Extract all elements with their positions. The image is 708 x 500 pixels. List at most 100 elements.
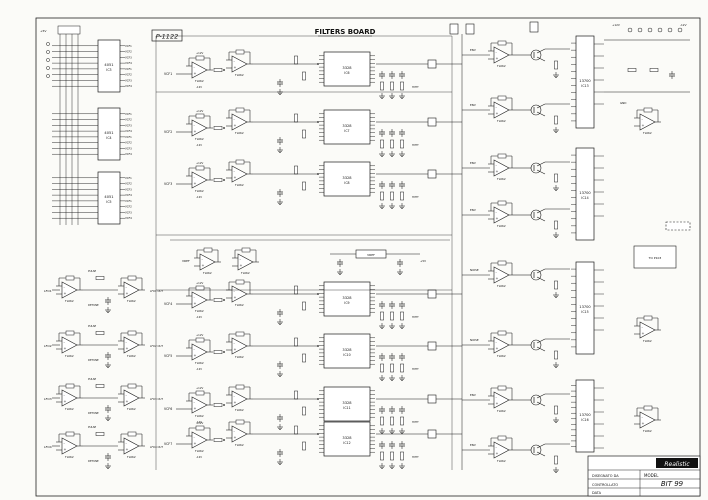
schematic-content: 4051IC3VCF1VCF2VCF3VCF4VCF1VCF2VCF3VCF44… [40, 21, 691, 473]
output-pad [427, 169, 437, 179]
opamp-plus: + [194, 302, 197, 306]
opamp-plus: + [234, 296, 237, 300]
supply-label: +12V [196, 109, 203, 113]
ic-ref: IC16 [581, 418, 588, 422]
resistor [390, 81, 394, 91]
opamp-symbol: -+TL062 [226, 49, 253, 77]
input-terminal [46, 42, 50, 46]
resistor [390, 451, 394, 461]
ic-ref: IC13 [581, 84, 588, 88]
net-label: PULSE [88, 324, 97, 328]
opamp-minus: - [496, 340, 498, 344]
ground-symbol [277, 371, 283, 377]
capacitor [399, 301, 405, 309]
ic-type: 4051 [104, 195, 113, 199]
ground-symbol [399, 323, 405, 329]
brand-logo: Realistic [664, 461, 690, 468]
resistor [380, 191, 384, 201]
supply-terminal [637, 27, 643, 33]
ground-symbol [553, 362, 559, 368]
resistor [400, 139, 404, 149]
lfo-label: LFO1 [44, 289, 52, 293]
opamp-symbol: -+TL062 [186, 425, 213, 453]
capacitor [389, 406, 395, 414]
net-label: DETUNE [88, 303, 99, 307]
opamp-plus: + [126, 347, 129, 351]
resistor [380, 363, 384, 373]
opamp-plus: + [194, 354, 197, 358]
drawing-border [35, 17, 701, 497]
capacitor [277, 189, 283, 197]
title-block: Realistic DISEGNATO DA CONTROLLATO DATA … [587, 455, 701, 497]
ic-type: 13700 [579, 191, 591, 195]
mux-pin-label: VCF3 [125, 187, 132, 191]
channel-label: VCF3 [164, 182, 172, 186]
output-pad [427, 289, 437, 299]
opamp-ref: TL062 [194, 449, 204, 453]
capacitor [389, 441, 395, 449]
supply-label: +12V [196, 161, 203, 165]
supply-label: -12V [196, 455, 202, 459]
capacitor [105, 297, 111, 305]
ground-symbol [553, 467, 559, 473]
ic-ref: IC3 [106, 68, 111, 72]
ic-ref: IC11 [343, 406, 350, 410]
opamp-minus: - [234, 59, 236, 63]
opamp-plus: + [496, 452, 499, 456]
supply-label: -12V [196, 367, 202, 371]
ground-symbol [399, 203, 405, 209]
mixer-label: ENV [470, 48, 476, 52]
opamp-plus: + [64, 292, 67, 296]
capacitor [277, 137, 283, 145]
net-label: HYPT [412, 85, 419, 89]
resistor [380, 451, 384, 461]
opamp-symbol: -+TL062 [488, 200, 515, 228]
net-label: DETUNE [88, 358, 99, 362]
resistor [390, 311, 394, 321]
mux-pin-label: VCF1 [125, 176, 132, 180]
lfo-out-label: LFO4 OUT [150, 445, 163, 449]
opamp-ref: TL062 [64, 299, 74, 303]
opamp-minus: - [194, 347, 196, 351]
ground-symbol [277, 199, 283, 205]
resistor [400, 311, 404, 321]
capacitor [389, 129, 395, 137]
ic-type: 13700 [579, 413, 591, 417]
opamp-ref: TL062 [194, 361, 204, 365]
resistor [302, 353, 306, 363]
capacitor [379, 301, 385, 309]
resistor [294, 165, 298, 175]
test-pad [529, 21, 539, 33]
opamp-ref: TL062 [194, 189, 204, 193]
ground-symbol [399, 151, 405, 157]
mux-pin-label: VCF2 [125, 73, 132, 77]
opamp-minus: - [642, 325, 644, 329]
opamp-symbol: -+TL062 [56, 275, 83, 303]
ground-symbol [277, 89, 283, 95]
opamp-ref: TL062 [496, 224, 506, 228]
capacitor [399, 71, 405, 79]
opamp-plus: + [234, 348, 237, 352]
ground-symbol [389, 428, 395, 434]
opamp-minus: - [194, 123, 196, 127]
opamp-ref: TL062 [234, 183, 244, 187]
opamp-ref: TL062 [496, 177, 506, 181]
net-label: HYPT [412, 195, 419, 199]
opamp-symbol: -+TL062 [186, 113, 213, 141]
lfo-out-label: LFO3 OUT [150, 397, 163, 401]
opamp-plus: + [194, 130, 197, 134]
ic-ref: IC6 [344, 71, 349, 75]
mux-pin-label: VCF3 [125, 210, 132, 214]
capacitor [105, 352, 111, 360]
opamp-ref: TL062 [496, 119, 506, 123]
mux-pin-label: VCF3 [125, 146, 132, 150]
resistor [302, 406, 306, 416]
ground-symbol [399, 428, 405, 434]
resistor [294, 55, 298, 65]
